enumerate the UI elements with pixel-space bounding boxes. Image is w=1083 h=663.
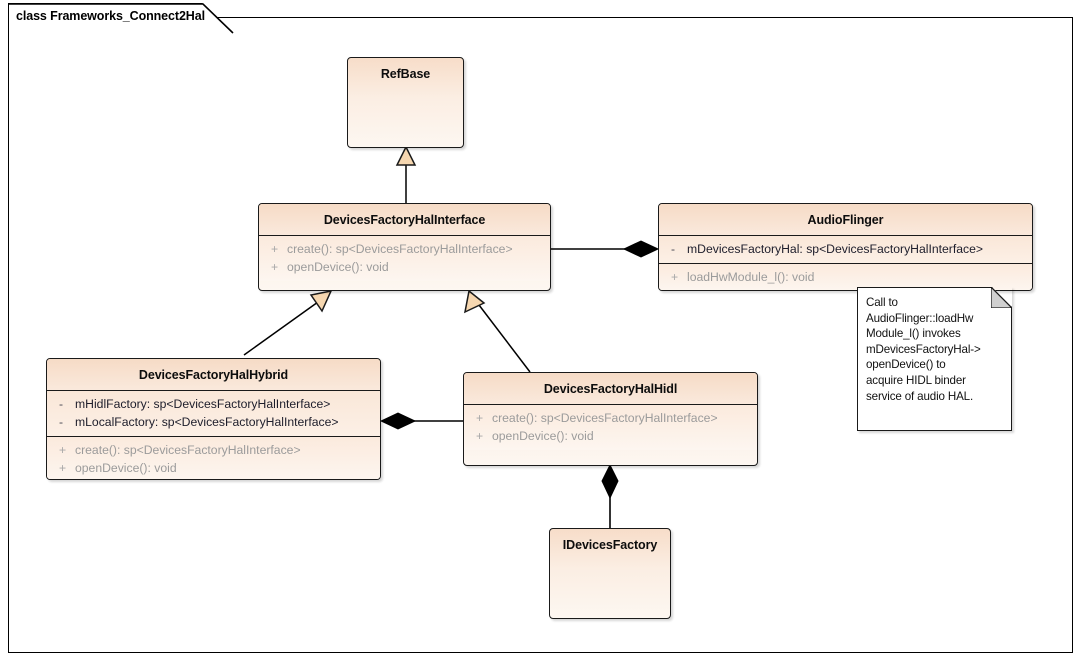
class-box-refbase[interactable]: RefBase <box>347 57 464 148</box>
member-row: + openDevice(): void <box>464 427 757 445</box>
member-label: openDevice(): void <box>75 461 177 475</box>
member-label: create(): sp<DevicesFactoryHalInterface> <box>492 411 718 425</box>
methods-compartment-hidl: + create(): sp<DevicesFactoryHalInterfac… <box>464 404 757 450</box>
member-label: create(): sp<DevicesFactoryHalInterface> <box>75 443 301 457</box>
visibility-marker: - <box>671 242 676 256</box>
member-row: + create(): sp<DevicesFactoryHalInterfac… <box>464 409 757 427</box>
diagram-title: class Frameworks_Connect2Hal <box>16 9 205 23</box>
visibility-marker: + <box>59 443 67 457</box>
note-body <box>857 287 1012 431</box>
visibility-marker: + <box>476 411 484 425</box>
composition-audioflinger-to-interface <box>551 240 660 258</box>
composition-hybrid-to-hidl <box>379 412 463 430</box>
attributes-compartment-audio-flinger: - mDevicesFactoryHal: sp<DevicesFactoryH… <box>659 235 1032 263</box>
visibility-marker: + <box>59 461 67 475</box>
class-box-devices-factory-hal-hidl[interactable]: DevicesFactoryHalHidl + create(): sp<Dev… <box>463 372 758 466</box>
member-label: openDevice(): void <box>287 260 389 274</box>
member-row: - mDevicesFactoryHal: sp<DevicesFactoryH… <box>659 240 1032 258</box>
methods-compartment-hybrid: + create(): sp<DevicesFactoryHalInterfac… <box>47 436 380 479</box>
class-box-audio-flinger[interactable]: AudioFlinger - mDevicesFactoryHal: sp<De… <box>658 203 1033 291</box>
note-text: Call to AudioFlinger::loadHw Module_l() … <box>866 296 981 403</box>
member-label: mHidlFactory: sp<DevicesFactoryHalInterf… <box>75 397 331 411</box>
class-box-devices-factory-hal-interface[interactable]: DevicesFactoryHalInterface + create(): s… <box>258 203 551 291</box>
visibility-marker: + <box>476 429 484 443</box>
member-label: openDevice(): void <box>492 429 594 443</box>
class-name-devices-factory-hal-hybrid: DevicesFactoryHalHybrid <box>47 359 380 390</box>
member-row: + create(): sp<DevicesFactoryHalInterfac… <box>259 240 550 258</box>
member-row: + openDevice(): void <box>47 459 380 477</box>
visibility-marker: + <box>271 260 279 274</box>
class-box-idevices-factory[interactable]: IDevicesFactory <box>549 528 671 619</box>
methods-compartment-audio-flinger: + loadHwModule_l(): void <box>659 263 1032 290</box>
member-row: - mLocalFactory: sp<DevicesFactoryHalInt… <box>47 413 380 431</box>
member-label: mDevicesFactoryHal: sp<DevicesFactoryHal… <box>687 242 983 256</box>
class-name-devices-factory-hal-interface: DevicesFactoryHalInterface <box>259 204 550 235</box>
class-name-refbase: RefBase <box>380 67 431 81</box>
attributes-compartment-hybrid: - mHidlFactory: sp<DevicesFactoryHalInte… <box>47 390 380 436</box>
visibility-marker: + <box>271 242 279 256</box>
visibility-marker: - <box>59 397 64 411</box>
visibility-marker: + <box>671 270 679 284</box>
member-row: + create(): sp<DevicesFactoryHalInterfac… <box>47 441 380 459</box>
member-row: - mHidlFactory: sp<DevicesFactoryHalInte… <box>47 395 380 413</box>
class-name-devices-factory-hal-hidl: DevicesFactoryHalHidl <box>464 373 757 404</box>
member-row: + loadHwModule_l(): void <box>659 268 1032 286</box>
class-name-audio-flinger: AudioFlinger <box>659 204 1032 235</box>
member-row: + openDevice(): void <box>259 258 550 276</box>
generalization-hybrid-to-interface <box>243 289 333 356</box>
composition-hidl-to-idevicesfactory <box>601 463 619 528</box>
note-box[interactable]: Call to AudioFlinger::loadHw Module_l() … <box>857 287 1012 431</box>
methods-compartment-interface: + create(): sp<DevicesFactoryHalInterfac… <box>259 235 550 281</box>
member-label: create(): sp<DevicesFactoryHalInterface> <box>287 242 513 256</box>
member-label: loadHwModule_l(): void <box>687 270 815 284</box>
class-box-devices-factory-hal-hybrid[interactable]: DevicesFactoryHalHybrid - mHidlFactory: … <box>46 358 381 480</box>
note-fold-corner-icon <box>991 287 1012 308</box>
diagram-frame <box>8 17 1073 653</box>
class-name-idevices-factory: IDevicesFactory <box>562 538 658 552</box>
visibility-marker: - <box>59 415 64 429</box>
generalization-hidl-to-interface <box>463 289 531 373</box>
generalization-interface-to-refbase <box>395 145 417 205</box>
member-label: mLocalFactory: sp<DevicesFactoryHalInter… <box>75 415 339 429</box>
